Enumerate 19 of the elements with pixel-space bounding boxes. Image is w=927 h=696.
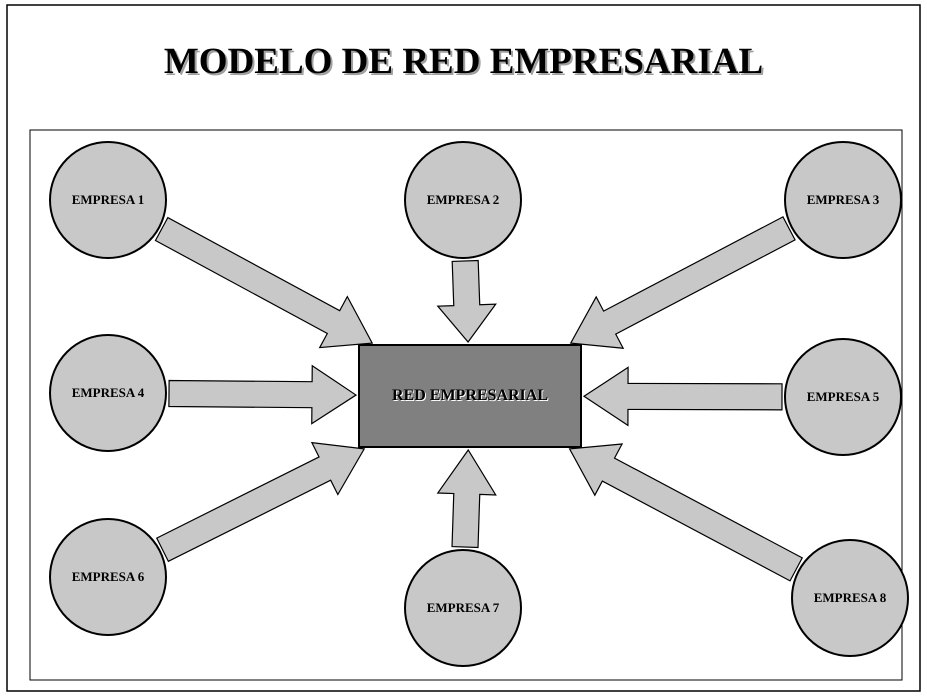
block-arrow — [436, 260, 497, 343]
node-label: EMPRESA 7 — [426, 600, 500, 616]
node-label: EMPRESA 6 — [70, 569, 146, 585]
block-arrow — [168, 364, 358, 425]
node-label: EMPRESA 3 — [806, 192, 880, 208]
block-arrow — [436, 448, 497, 548]
block-arrow — [570, 216, 796, 349]
node-label: EMPRESA 8 — [812, 590, 888, 606]
block-arrow — [582, 366, 783, 427]
block-arrow — [154, 216, 374, 348]
block-arrow — [568, 443, 804, 582]
block-arrow — [156, 442, 366, 562]
node-label: RED EMPRESARIAL — [390, 387, 549, 405]
title: MODELO DE RED EMPRESARIAL — [162, 40, 764, 83]
node-label: EMPRESA 2 — [426, 192, 500, 208]
network-box — [358, 344, 582, 448]
node-label: EMPRESA 1 — [70, 192, 146, 208]
node-label: EMPRESA 5 — [806, 389, 880, 405]
node-label: EMPRESA 4 — [70, 385, 146, 401]
